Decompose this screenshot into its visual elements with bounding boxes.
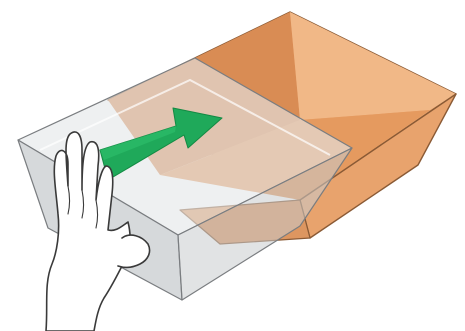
tray-interior-right-wall (290, 12, 456, 120)
